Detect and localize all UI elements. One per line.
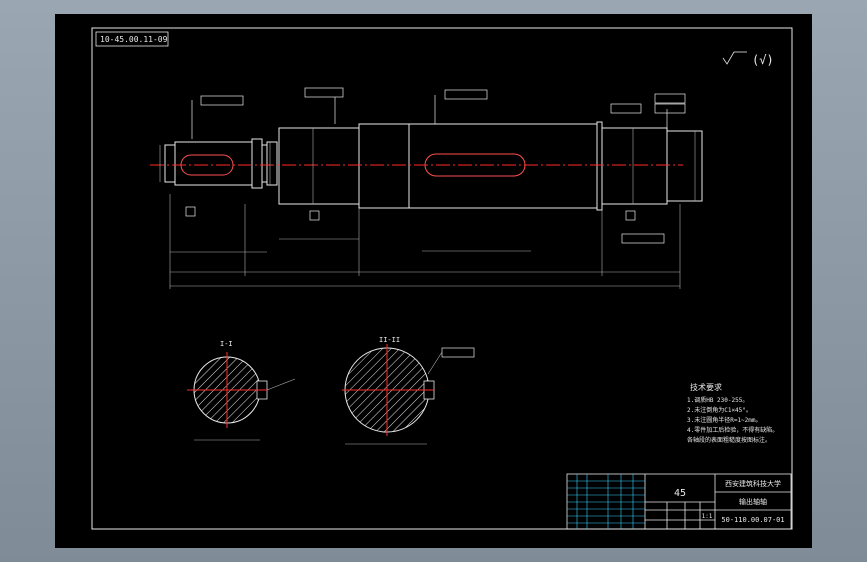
scale-label: 1:1 xyxy=(702,513,713,520)
note-2: 2.未注倒角为C1×45°。 xyxy=(687,406,752,414)
section-view-right: II-II xyxy=(342,336,475,445)
material-label: 45 xyxy=(674,488,686,499)
shaft-outline xyxy=(164,121,703,211)
note-4: 4.零件加工后检验，不得有缺陷。 xyxy=(687,426,778,434)
top-left-code: 10-45.00.11-09 xyxy=(100,35,168,44)
datum-markers xyxy=(185,206,636,221)
note-5: 各轴段的表面粗糙度按图标注。 xyxy=(687,436,771,444)
top-left-code-box: 10-45.00.11-09 xyxy=(95,31,169,47)
tolerance-frames xyxy=(191,87,686,244)
length-dimensions xyxy=(169,194,681,289)
title-block xyxy=(566,473,792,530)
school-name: 西安建筑科技大学 xyxy=(725,479,781,488)
drawing-frame xyxy=(91,27,793,530)
drawing-sheet: 10-45.00.11-09 (√) xyxy=(55,14,812,548)
section-b-label: II-II xyxy=(379,336,400,344)
general-roughness: (√) xyxy=(722,51,774,67)
note-1: 1.调质HB 230-255。 xyxy=(687,396,748,404)
notes-title: 技术要求 xyxy=(690,382,722,392)
technical-requirements: 技术要求 1.调质HB 230-255。 2.未注倒角为C1×45°。 3.未注… xyxy=(687,382,778,444)
drawing-number: 50-110.00.07-01 xyxy=(721,516,784,524)
section-a-label: I-I xyxy=(220,340,233,348)
title-block-grid xyxy=(567,474,645,529)
diameter-dimensions xyxy=(159,128,696,204)
section-view-left: I-I xyxy=(187,340,296,441)
note-3: 3.未注圆角半径R=1~2mm。 xyxy=(687,416,762,424)
roughness-note: (√) xyxy=(752,53,774,67)
part-name: 输出轴轴 xyxy=(739,497,767,506)
